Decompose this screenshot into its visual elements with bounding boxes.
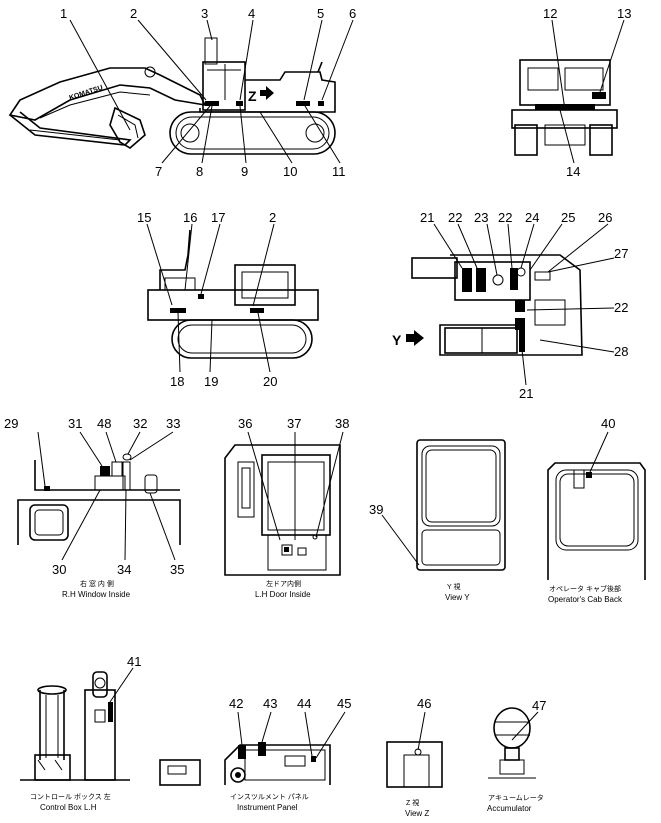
- callout-47: 47: [532, 698, 546, 713]
- callout-8: 8: [196, 164, 203, 179]
- excavator-top-view: Y: [392, 254, 583, 356]
- callout-12: 12: [543, 6, 557, 21]
- callout-21: 21: [420, 210, 434, 225]
- callout-31: 31: [68, 416, 82, 431]
- callout-28: 28: [614, 344, 628, 359]
- callout-3: 3: [201, 6, 208, 21]
- view-z-jp-caption: Z 視: [406, 798, 419, 807]
- callout-2: 2: [130, 6, 137, 21]
- view-y-door: Y 視 View Y: [416, 439, 506, 602]
- callout-41: 41: [127, 654, 141, 669]
- callout-32: 32: [133, 416, 147, 431]
- lh-door-jp-caption: 左ドア内側: [266, 579, 301, 588]
- callout-22b: 22: [498, 210, 512, 225]
- accumulator-en-caption: Accumulator: [487, 804, 532, 813]
- control-box-en-caption: Control Box L.H: [40, 803, 97, 812]
- rh-window-inside-view: 右 窓 内 側 R.H Window Inside: [17, 453, 181, 599]
- callout-48: 48: [97, 416, 111, 431]
- callout-4: 4: [248, 6, 255, 21]
- operator-cab-back-view: オペレータ キャブ後部 Operator's Cab Back: [547, 462, 646, 604]
- control-box-lh-view: コントロール ボックス 左 Control Box L.H: [20, 671, 130, 812]
- z-arrow-label: Z: [248, 88, 257, 104]
- callout-25: 25: [561, 210, 575, 225]
- callout-20: 20: [263, 374, 277, 389]
- callout-13: 13: [617, 6, 631, 21]
- instrument-en-caption: Instrument Panel: [237, 803, 298, 812]
- callout-10: 10: [283, 164, 297, 179]
- callout-7: 7: [155, 164, 162, 179]
- callout-42: 42: [229, 696, 243, 711]
- view-y-en-caption: View Y: [445, 593, 470, 602]
- callout-40: 40: [601, 416, 615, 431]
- callout-29: 29: [4, 416, 18, 431]
- view-z-view: Z 視 View Z: [386, 741, 443, 818]
- callout-37: 37: [287, 416, 301, 431]
- callout-11: 11: [332, 164, 346, 179]
- excavator-rh-side-view: [147, 229, 319, 359]
- callout-6: 6: [349, 6, 356, 21]
- callout-23: 23: [474, 210, 488, 225]
- instrument-jp-caption: インスツルメント パネル: [230, 793, 309, 801]
- callout-numbers: 1 2 3 4 5 6 7 8 9 10 11 12 13 14 15 16 1…: [4, 6, 631, 713]
- callout-45: 45: [337, 696, 351, 711]
- callout-5: 5: [317, 6, 324, 21]
- callout-43: 43: [263, 696, 277, 711]
- callout-46: 46: [417, 696, 431, 711]
- control-box-jp-caption: コントロール ボックス 左: [30, 792, 111, 801]
- cab-back-en-caption: Operator's Cab Back: [548, 595, 623, 604]
- instrument-panel-view: インスツルメント パネル Instrument Panel: [159, 742, 331, 812]
- cab-back-jp-caption: オペレータ キャブ後部: [549, 584, 621, 593]
- callout-35: 35: [170, 562, 184, 577]
- callout-22c: 22: [614, 300, 628, 315]
- callout-19: 19: [204, 374, 218, 389]
- callout-2b: 2: [269, 210, 276, 225]
- svg-text:KOMATSU: KOMATSU: [68, 84, 103, 101]
- rh-window-en-caption: R.H Window Inside: [62, 590, 131, 599]
- callout-33: 33: [166, 416, 180, 431]
- leader-lines: [37, 19, 625, 759]
- excavator-side-view: KOMATSU Z: [8, 37, 336, 155]
- callout-27: 27: [614, 246, 628, 261]
- callout-21b: 21: [519, 386, 533, 401]
- callout-9: 9: [241, 164, 248, 179]
- callout-16: 16: [183, 210, 197, 225]
- callout-1: 1: [60, 6, 67, 21]
- callout-24: 24: [525, 210, 539, 225]
- callout-39: 39: [369, 502, 383, 517]
- callout-15: 15: [137, 210, 151, 225]
- callout-30: 30: [52, 562, 66, 577]
- callout-17: 17: [211, 210, 225, 225]
- lh-door-inside-view: 左ドア内側 L.H Door Inside: [224, 444, 341, 599]
- lh-door-en-caption: L.H Door Inside: [255, 590, 311, 599]
- view-y-jp-caption: Y 視: [447, 582, 461, 591]
- y-arrow-label: Y: [392, 332, 402, 348]
- callout-44: 44: [297, 696, 311, 711]
- callout-14: 14: [566, 164, 580, 179]
- callout-34: 34: [117, 562, 131, 577]
- callout-38: 38: [335, 416, 349, 431]
- callout-26: 26: [598, 210, 612, 225]
- callout-22: 22: [448, 210, 462, 225]
- callout-36: 36: [238, 416, 252, 431]
- accumulator-view: アキュームレータ Accumulator: [487, 707, 544, 813]
- accumulator-jp-caption: アキュームレータ: [488, 793, 544, 802]
- callout-18: 18: [170, 374, 184, 389]
- rh-window-jp-caption: 右 窓 内 側: [80, 579, 114, 588]
- view-z-en-caption: View Z: [405, 809, 429, 818]
